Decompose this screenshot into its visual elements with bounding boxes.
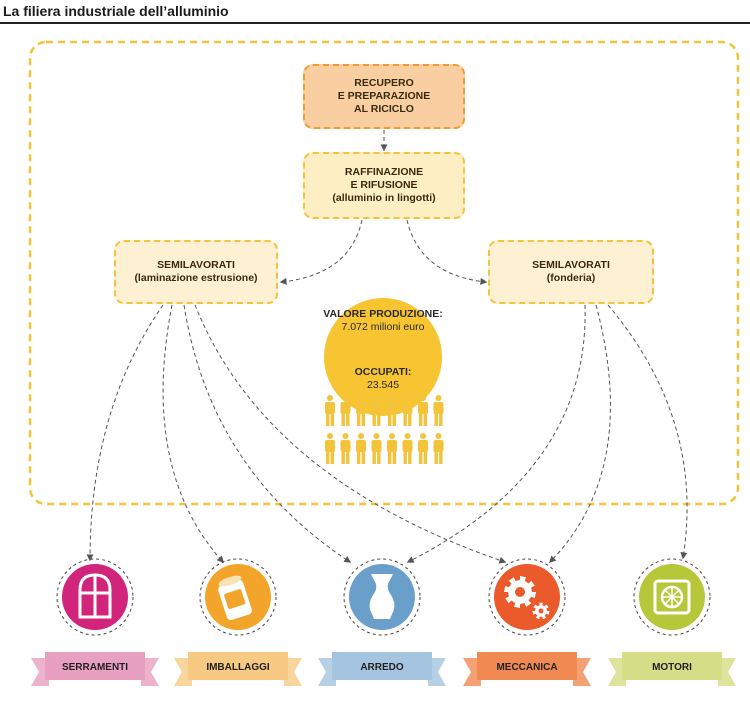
industry-frame bbox=[28, 40, 740, 506]
person-icon bbox=[433, 395, 444, 426]
ribbon-serramenti: SERRAMENTI bbox=[31, 652, 159, 686]
can-icon bbox=[218, 575, 252, 621]
person-icon bbox=[356, 433, 366, 464]
person-icon bbox=[418, 433, 428, 464]
sector-label: IMBALLAGGI bbox=[206, 662, 270, 673]
engine-icon bbox=[653, 579, 691, 615]
arrow-raffinazione-semi-lam bbox=[279, 219, 363, 285]
sector-label: MECCANICA bbox=[496, 662, 557, 673]
person-icon bbox=[387, 395, 397, 426]
arrow-semi-fond-arredo bbox=[406, 304, 586, 563]
node-semi-fond-line-1: SEMILAVORATI bbox=[532, 259, 610, 271]
sector-serramenti bbox=[56, 558, 134, 636]
node-semi-lam-line-2: (laminazione estrusione) bbox=[134, 272, 258, 284]
arrow-semi-fond-motori bbox=[607, 304, 688, 560]
employees-count: 23.545 bbox=[366, 379, 400, 391]
sun-circle bbox=[324, 298, 442, 416]
window-icon bbox=[78, 573, 112, 619]
node-recupero-line-3: AL RICICLO bbox=[354, 103, 414, 115]
production-value-label: VALORE PRODUZIONE: bbox=[323, 308, 443, 320]
sector-imballaggi bbox=[199, 558, 277, 636]
person-icon bbox=[325, 433, 335, 464]
node-raffinazione-line-1: RAFFINAZIONE bbox=[344, 166, 424, 178]
person-icon bbox=[340, 433, 351, 464]
node-recupero-line-1: RECUPERO bbox=[354, 77, 414, 89]
sector-ribbons: SERRAMENTI IMBALLAGGI ARREDO MECCANICA MOTOR… bbox=[31, 652, 736, 686]
node-semi-fond-line-2: (fonderia) bbox=[546, 272, 596, 284]
sector-label: MOTORI bbox=[652, 662, 692, 673]
node-raffinazione-line-2: E RIFUSIONE bbox=[350, 179, 418, 191]
title-divider bbox=[0, 22, 750, 24]
person-icon bbox=[340, 395, 351, 426]
workforce-people-icons bbox=[325, 395, 444, 464]
arrow-raffinazione-semi-fond bbox=[406, 219, 488, 285]
gears-icon bbox=[504, 576, 550, 620]
ribbon-imballaggi: IMBALLAGGI bbox=[174, 652, 302, 686]
person-icon bbox=[433, 433, 444, 464]
sector-label: SERRAMENTI bbox=[62, 662, 128, 673]
sector-motori bbox=[633, 558, 711, 636]
node-semilavorati-laminazione: SEMILAVORATI (laminazione estrusione) bbox=[114, 240, 278, 304]
ribbon-meccanica: MECCANICA bbox=[463, 652, 591, 686]
person-icon bbox=[402, 433, 413, 464]
production-value-stat: VALORE PRODUZIONE: 7.072 milioni euro bbox=[300, 308, 466, 334]
node-recupero-line-2: E PREPARAZIONE bbox=[337, 90, 431, 102]
person-icon bbox=[402, 395, 413, 426]
arrow-semi-lam-serramenti bbox=[86, 304, 164, 562]
arrow-semi-fond-meccanica bbox=[549, 304, 611, 564]
arrow-semi-lam-arredo bbox=[183, 304, 352, 563]
node-raffinazione-line-3: (alluminio in lingotti) bbox=[332, 192, 436, 204]
sector-label: ARREDO bbox=[360, 662, 404, 673]
arrow-semi-lam-imballaggi bbox=[162, 304, 224, 564]
employees-label: OCCUPATI: bbox=[354, 366, 412, 378]
employees-stat: OCCUPATI: 23.545 bbox=[300, 366, 466, 392]
person-icon bbox=[356, 395, 366, 426]
node-semilavorati-fonderia: SEMILAVORATI (fonderia) bbox=[488, 240, 654, 304]
person-icon bbox=[387, 433, 397, 464]
production-value-amount: 7.072 milioni euro bbox=[341, 321, 425, 333]
vase-icon bbox=[369, 574, 395, 619]
person-icon bbox=[418, 395, 428, 426]
person-icon bbox=[371, 433, 382, 464]
node-raffinazione: RAFFINAZIONE E RIFUSIONE (alluminio in l… bbox=[303, 152, 465, 219]
arrow-semi-lam-meccanica bbox=[194, 304, 507, 564]
person-icon bbox=[325, 395, 335, 426]
sector-meccanica bbox=[488, 558, 566, 636]
page-title: La filiera industriale dell’alluminio bbox=[3, 3, 229, 19]
node-recupero: RECUPERO E PREPARAZIONE AL RICICLO bbox=[303, 64, 465, 129]
sector-arredo bbox=[343, 558, 421, 636]
ribbon-motori: MOTORI bbox=[608, 652, 736, 686]
ribbon-arredo: ARREDO bbox=[318, 652, 446, 686]
person-icon bbox=[371, 395, 382, 426]
node-semi-lam-line-1: SEMILAVORATI bbox=[157, 259, 235, 271]
flow-arrows bbox=[86, 130, 688, 564]
